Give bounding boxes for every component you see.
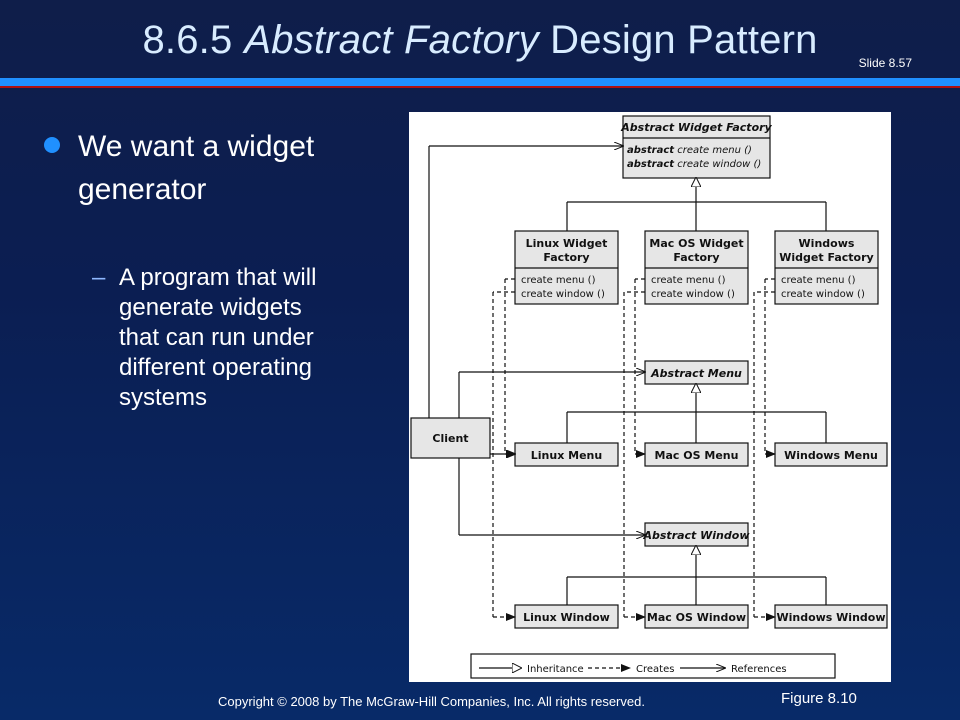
client-name: Client xyxy=(432,432,468,445)
linux-factory-name2: Factory xyxy=(543,251,589,264)
bullet-dot-icon xyxy=(44,137,60,153)
title-number: 8.6.5 xyxy=(142,18,233,62)
abstract-menu-name: Abstract Menu xyxy=(650,367,742,380)
abstract-factory-name: Abstract Widget Factory xyxy=(620,121,772,134)
linux-factory-op2: create window () xyxy=(521,289,605,300)
linux-factory-name1: Linux Widget xyxy=(526,237,608,250)
legend-creates: Creates xyxy=(636,664,674,675)
abstract-factory-op2: abstract create window () xyxy=(627,159,761,170)
sub-bullet-text: A program that will generate widgets tha… xyxy=(119,264,317,411)
abstract-factory-op1: abstract create menu () xyxy=(627,145,752,156)
legend-box xyxy=(470,653,836,679)
client-box xyxy=(410,417,491,459)
bullet-text: We want a widget generator xyxy=(78,130,315,206)
sub-bullet-dash-icon: – xyxy=(92,264,106,291)
windows-factory-name2: Widget Factory xyxy=(779,251,873,264)
windows-factory-op1: create menu () xyxy=(781,275,856,286)
mac-factory-name1: Mac OS Widget xyxy=(649,237,743,250)
mac-factory-op1: create menu () xyxy=(651,275,726,286)
abstract-factory-box xyxy=(622,115,771,179)
mac-menu-name: Mac OS Menu xyxy=(655,449,739,462)
linux-window-name: Linux Window xyxy=(523,611,610,624)
abstract-window-name: Abstract Window xyxy=(643,529,751,542)
title-rule-blue xyxy=(0,78,960,86)
windows-factory-op2: create window () xyxy=(781,289,865,300)
linux-factory-op1: create menu () xyxy=(521,275,596,286)
uml-diagram: Abstract Widget Factory abstract create … xyxy=(409,112,891,682)
legend-references: References xyxy=(731,664,787,675)
mac-factory-name2: Factory xyxy=(673,251,719,264)
windows-factory-name1: Windows xyxy=(799,237,855,250)
copyright-notice: Copyright © 2008 by The McGraw-Hill Comp… xyxy=(218,694,645,709)
figure-label: Figure 8.10 xyxy=(781,690,857,707)
title-rest: Design Pattern xyxy=(550,18,818,62)
title-italic: Abstract Factory xyxy=(244,18,539,62)
legend-inheritance: Inheritance xyxy=(527,664,584,675)
mac-factory-op2: create window () xyxy=(651,289,735,300)
mac-window-name: Mac OS Window xyxy=(647,611,746,624)
windows-menu-name: Windows Menu xyxy=(784,449,878,462)
slide-number: Slide 8.57 xyxy=(858,56,912,70)
linux-menu-name: Linux Menu xyxy=(531,449,602,462)
title-rule-red xyxy=(0,86,960,88)
windows-window-name: Windows Window xyxy=(776,611,885,624)
